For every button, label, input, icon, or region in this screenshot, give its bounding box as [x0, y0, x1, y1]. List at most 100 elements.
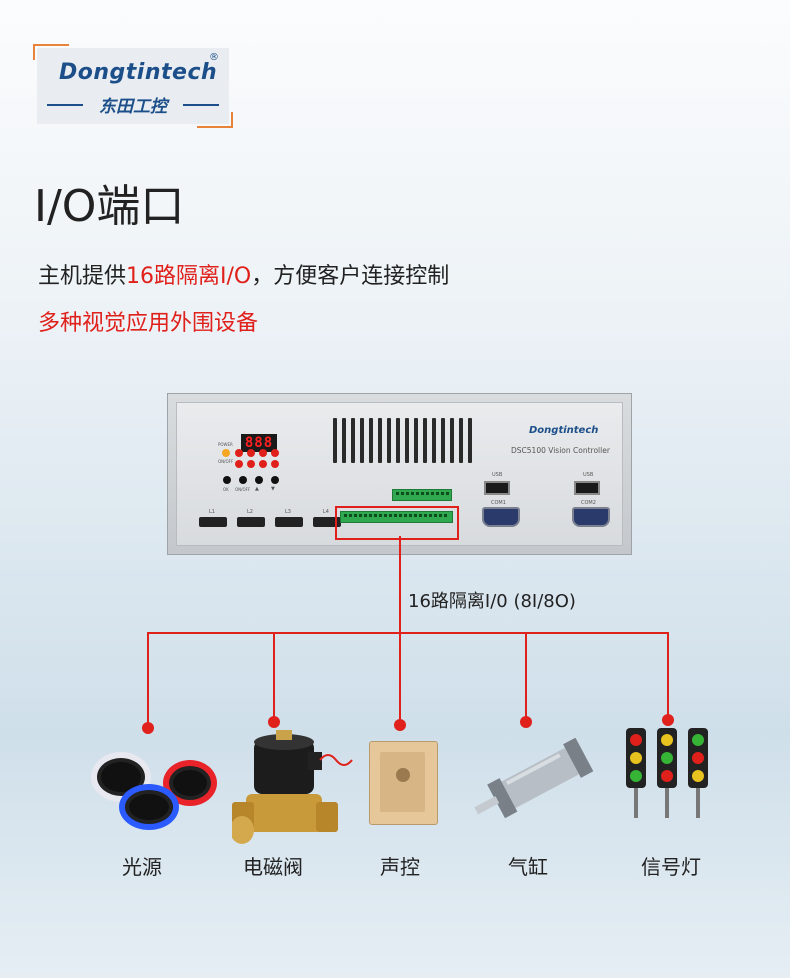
- signal-light-icon: [626, 728, 716, 838]
- seven-segment-display: 888: [241, 434, 277, 452]
- description-highlight: 16路隔离I/O: [126, 264, 252, 289]
- vent-slot: [378, 418, 382, 463]
- air-cylinder-icon: [474, 738, 594, 819]
- status-led-icon: [259, 460, 267, 468]
- device-brand-text: Dongtintech: [529, 425, 599, 436]
- light-port-l1: [199, 517, 227, 527]
- terminal-pin: [399, 514, 402, 517]
- terminal-pin: [429, 514, 432, 517]
- io-port-highlight: [335, 506, 459, 540]
- onoff-button-label: ON/OFF: [235, 487, 251, 492]
- ring-light-icon: [85, 748, 217, 830]
- terminal-pin: [364, 514, 367, 517]
- terminal-pin: [354, 514, 357, 517]
- port-label: L2: [247, 509, 253, 515]
- terminal-pin: [369, 514, 372, 517]
- terminal-pin: [439, 514, 442, 517]
- terminal-pin: [379, 514, 382, 517]
- status-led-icon: [247, 449, 255, 457]
- terminal-pin: [396, 492, 399, 495]
- connection-dot: [520, 716, 532, 728]
- terminal-pin: [411, 492, 414, 495]
- wire-bus: [147, 632, 669, 634]
- com2-port-icon: [572, 507, 610, 527]
- wire-drop: [273, 632, 275, 722]
- terminal-pin: [426, 492, 429, 495]
- upper-terminal-block: [392, 489, 452, 501]
- connection-dot: [268, 716, 280, 728]
- up-arrow-icon: ▲: [255, 486, 259, 492]
- usb-port-icon: [484, 481, 510, 495]
- terminal-pin: [374, 514, 377, 517]
- onoff-button[interactable]: [239, 476, 247, 484]
- wire-trunk: [399, 536, 401, 632]
- description-suffix: ，方便客户连接控制: [251, 264, 450, 289]
- vent-slot: [423, 418, 427, 463]
- terminal-pin: [441, 492, 444, 495]
- status-led-icon: [271, 449, 279, 457]
- usb-label: USB: [492, 472, 503, 478]
- ok-button[interactable]: [223, 476, 231, 484]
- terminal-pin: [416, 492, 419, 495]
- device-model-text: DSC5100 Vision Controller: [511, 446, 610, 455]
- terminal-pin: [444, 514, 447, 517]
- down-button[interactable]: [271, 476, 279, 484]
- wire-drop: [399, 632, 401, 725]
- vent-slot: [396, 418, 400, 463]
- light-port-l2: [237, 517, 265, 527]
- vent-slot: [342, 418, 346, 463]
- com2-label: COM2: [581, 500, 596, 506]
- status-led-icon: [235, 460, 243, 468]
- ok-label: OK: [223, 487, 229, 492]
- power-label: POWER: [218, 442, 233, 447]
- terminal-pin: [436, 492, 439, 495]
- peripheral-label-sound-control: 声控: [380, 855, 420, 879]
- description-prefix: 主机提供: [38, 264, 127, 289]
- terminal-pin: [414, 514, 417, 517]
- terminal-pin: [359, 514, 362, 517]
- vent-slot: [432, 418, 436, 463]
- onoff-led-label: ON/OFF: [218, 459, 234, 464]
- sound-control-icon: [369, 741, 438, 825]
- vent-slot: [441, 418, 445, 463]
- peripheral-label-air-cylinder: 气缸: [508, 855, 548, 879]
- terminal-pin: [409, 514, 412, 517]
- peripheral-label-solenoid-valve: 电磁阀: [243, 855, 303, 879]
- vent-slot: [369, 418, 373, 463]
- status-led-icon: [247, 460, 255, 468]
- terminal-pin: [424, 514, 427, 517]
- wire-drop: [525, 632, 527, 722]
- port-label: L3: [285, 509, 291, 515]
- description-line-1: 主机提供16路隔离I/O，方便客户连接控制: [38, 258, 449, 290]
- usb-label: USB: [583, 472, 594, 478]
- io-description-label: 16路隔离I/0 (8I/8O): [408, 591, 576, 612]
- vent-slot: [450, 418, 454, 463]
- terminal-pin: [404, 514, 407, 517]
- terminal-pin: [421, 492, 424, 495]
- vent-slot: [360, 418, 364, 463]
- terminal-pin: [446, 492, 449, 495]
- usb-port-icon: [574, 481, 600, 495]
- logo-english-text: Dongtintech: [59, 60, 218, 85]
- wire-drop: [667, 632, 669, 720]
- terminal-pin: [434, 514, 437, 517]
- terminal-pin: [431, 492, 434, 495]
- status-led-icon: [271, 460, 279, 468]
- registered-mark: ®: [209, 52, 219, 63]
- io-terminal-block: [340, 511, 453, 523]
- page-title: I/O端口: [34, 181, 185, 232]
- status-led-icon: [235, 449, 243, 457]
- wire-drop: [147, 632, 149, 728]
- terminal-pin: [401, 492, 404, 495]
- up-button[interactable]: [255, 476, 263, 484]
- terminal-pin: [394, 514, 397, 517]
- port-label: L1: [209, 509, 215, 515]
- connection-dot: [662, 714, 674, 726]
- light-port-l4: [313, 517, 341, 527]
- terminal-pin: [349, 514, 352, 517]
- com1-port-icon: [482, 507, 520, 527]
- connection-dot: [142, 722, 154, 734]
- logo-chinese-text: 东田工控: [99, 97, 167, 117]
- vent-slot: [459, 418, 463, 463]
- terminal-pin: [344, 514, 347, 517]
